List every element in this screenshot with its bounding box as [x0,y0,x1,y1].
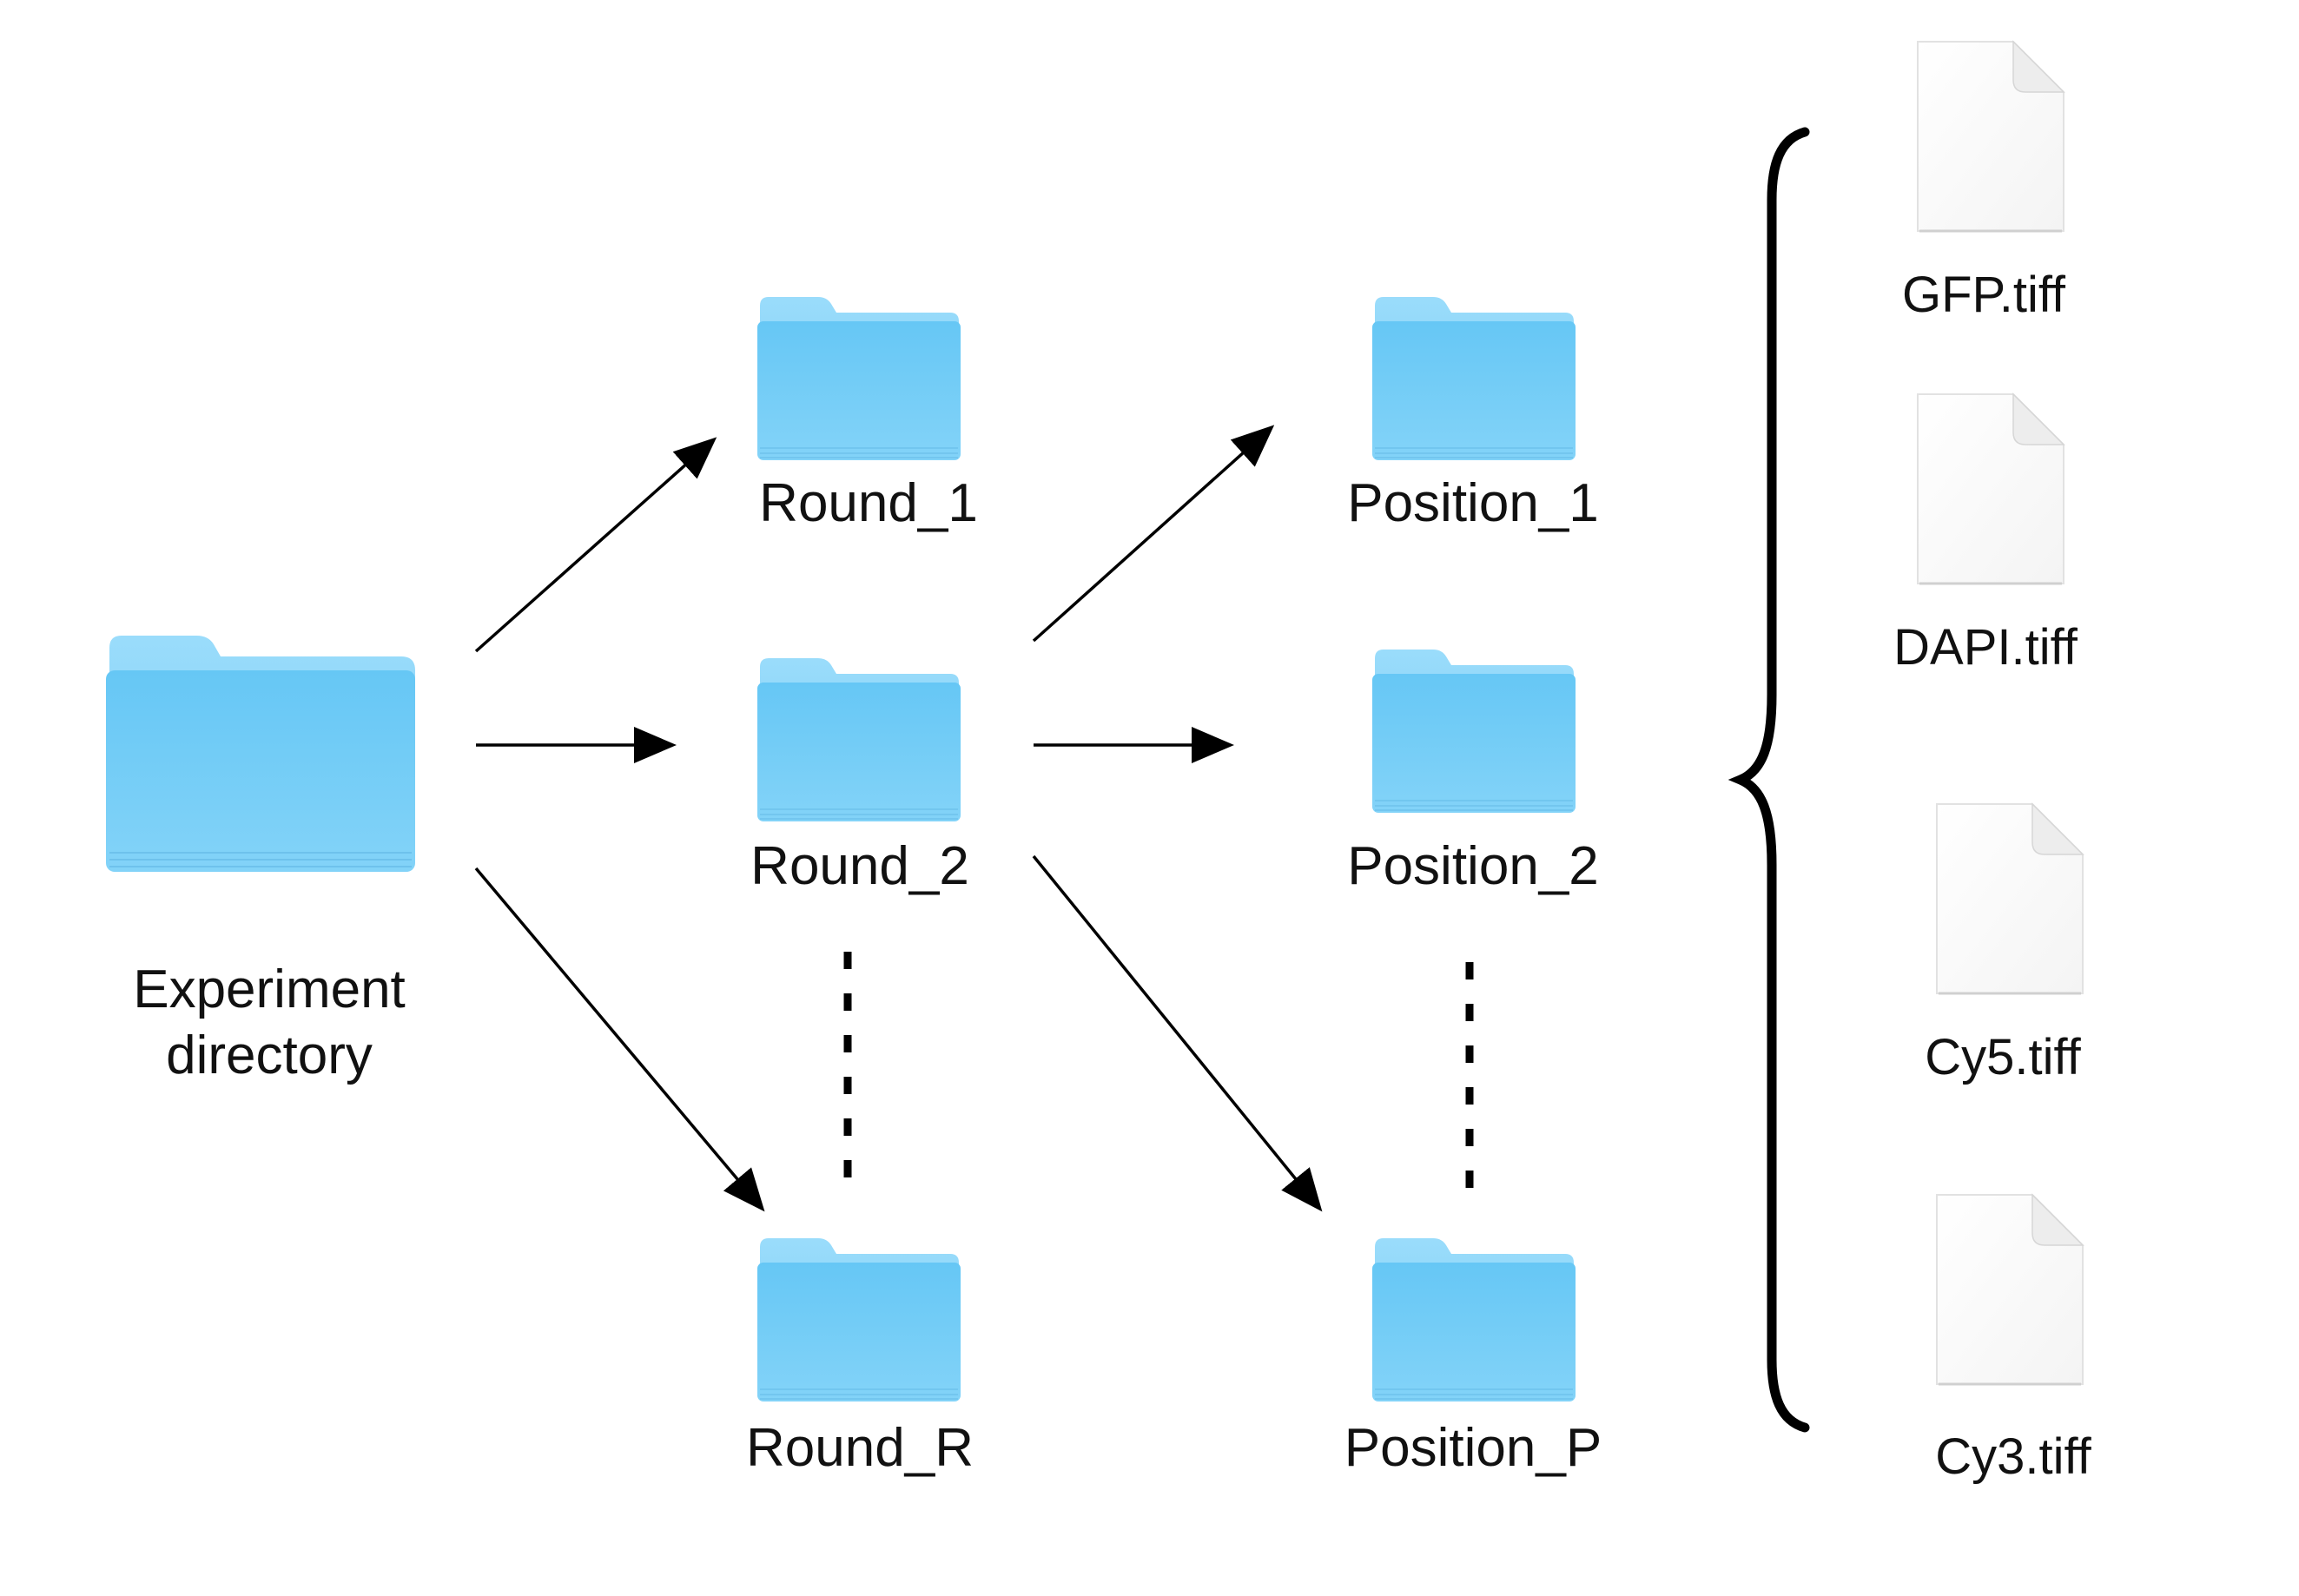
arrow-root-to-round-r [474,867,765,1212]
position-2-label: Position_2 [1347,836,1599,896]
dapi-file-label: DAPI.tiff [1893,619,2078,676]
position-1-folder-icon [1371,296,1576,461]
cy5-file-label: Cy5.tiff [1925,1029,2081,1085]
arrow-round-to-position-p [1032,854,1323,1212]
cy3-file-icon [1935,1193,2084,1386]
round-2-label: Round_2 [750,836,969,896]
round-r-label: Round_R [746,1418,974,1478]
round-2-folder-icon [756,657,961,822]
root-label-line-1: Experiment [133,960,406,1019]
position-p-folder-icon [1371,1237,1576,1402]
round-1-label: Round_1 [759,473,978,533]
gfp-file-label: GFP.tiff [1901,267,2066,323]
root-folder-icon [105,635,416,873]
position-1-label: Position_1 [1347,473,1599,533]
arrow-round-to-position-1 [1032,425,1275,643]
dapi-file-icon [1916,392,2065,585]
arrow-root-to-round-1 [474,437,717,653]
position-2-folder-icon [1371,649,1576,814]
gfp-file-icon [1916,40,2065,233]
round-1-folder-icon [756,296,961,461]
round-r-folder-icon [756,1237,961,1402]
root-label: Experiment directory [133,957,406,1089]
cy3-file-label: Cy3.tiff [1935,1428,2091,1485]
position-p-label: Position_P [1344,1418,1602,1478]
root-label-line-2: directory [166,1026,373,1085]
cy5-file-icon [1935,802,2084,995]
curly-brace [1728,127,1810,1433]
